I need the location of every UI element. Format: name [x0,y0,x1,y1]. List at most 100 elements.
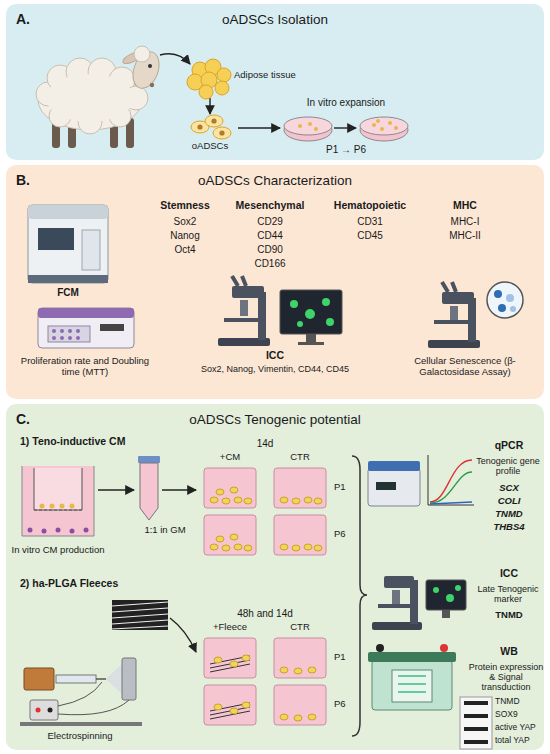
sheep-illustration [134,46,150,62]
culture-dish-illustration [376,119,380,123]
conical-tube-illustration [140,463,158,520]
marker-group-header: Hematopoietic [325,200,415,212]
time-label: 48h and 14d [200,608,330,619]
stem-cell-illustration [191,115,231,139]
culture-dish-illustration [284,117,408,141]
well-plate-illustration [308,667,316,673]
transwell-illustration [28,528,33,533]
well-plate-illustration [234,497,242,503]
gene-name: TNMD [476,509,542,520]
transwell-illustration [56,528,61,533]
plate-reader-illustration [60,329,64,333]
well-plate-illustration [244,545,252,551]
marker-name: CD44 [225,230,315,241]
icc-microscope-illustration [384,576,414,588]
adipose-tissue-illustration [217,68,231,82]
step-label: Electrospinning [20,731,140,742]
gene-name: SCX [476,483,542,494]
well-plate-illustration [314,545,322,551]
step-label: In vitro expansion [276,97,416,108]
transwell-illustration [22,466,94,536]
transwell-illustration [50,504,55,509]
well-plate-illustration [280,544,288,550]
process-arrows [334,127,356,128]
adipose-tissue-illustration [192,62,208,78]
senescence-microscope-illustration [468,298,476,342]
microscope-illustration [280,290,342,334]
well-plate-illustration [210,703,250,719]
well-plate-illustration [214,657,222,663]
icc-microscope-illustration [372,576,466,630]
culture-dish-illustration [360,119,408,141]
row-label: P6 [334,529,352,540]
transwell-illustration [34,510,82,511]
process-arrows [160,54,190,64]
marker-name: CD29 [225,216,315,227]
transwell-illustration [42,529,47,534]
well-plate-illustration [210,544,218,550]
icc-microscope-illustration [410,580,418,624]
adipose-tissue-illustration [187,74,203,90]
transwell-illustration [84,528,89,533]
icc-microscope-illustration [392,590,400,604]
well-plate-illustration [274,638,326,678]
flow-cytometer-illustration [28,275,108,283]
culture-dish-illustration [298,124,302,128]
western-blot-illustration [464,740,488,744]
sheep-illustration [49,105,71,127]
western-blot-illustration [398,676,426,692]
senescence-microscope-illustration [510,306,516,312]
western-blot-illustration [464,714,488,718]
well-plate-illustration [204,638,256,678]
plate-reader-illustration [38,308,134,348]
well-plate-illustration [222,545,230,551]
western-blot-illustration [372,660,452,710]
qpcr-illustration [368,455,474,506]
sheep-illustration [150,83,154,87]
fleece-illustration [112,602,168,629]
process-arrows [160,54,356,128]
well-plate-illustration [210,487,322,551]
western-blot-illustration [368,652,456,662]
panel: A.oADSCs Isolation [6,4,544,160]
readout-label: Protein expression & Signal transduction [468,662,544,692]
panel-letter: C. [16,411,30,427]
well-plate-illustration [204,685,256,725]
microscope-illustration [326,318,334,326]
icc-microscope-illustration [446,594,454,602]
sheep-illustration [148,64,152,68]
row-label: P6 [334,699,352,710]
electrospinning-illustration [96,678,106,680]
microscope-illustration [218,338,270,346]
qpcr-illustration [368,468,420,506]
well-plate-illustration [274,468,326,508]
well-plate-illustration [204,515,256,555]
adipose-tissue-illustration [187,59,231,99]
row-label: P1 [334,482,352,493]
transwell-illustration [34,468,82,510]
column-label: CTR [270,452,330,463]
readout-label: Late Tenogenic marker [472,584,544,604]
well-plate-illustration [210,497,218,503]
western-blot-illustration [464,727,488,731]
electrospinning-illustration [30,700,58,720]
electrospinning-illustration [122,658,136,700]
well-plate-illustration [230,708,238,714]
qpcr-illustration [430,472,472,503]
flow-cytometer-illustration [28,205,108,283]
well-plate-illustration [294,668,302,674]
electrospinning-illustration [20,658,142,726]
well-plate-illustration [214,655,316,721]
step-label: Adipose tissue [234,70,306,81]
plate-reader-illustration [52,336,56,340]
well-plate-illustration [214,704,222,710]
sheep-illustration [78,110,102,134]
panel-title: oADSCs Tenogenic potential [6,412,544,427]
qpcr-illustration [430,460,472,502]
sheep-illustration [36,46,164,148]
gene-name: COLI [476,496,542,507]
well-plate-illustration [274,515,326,555]
